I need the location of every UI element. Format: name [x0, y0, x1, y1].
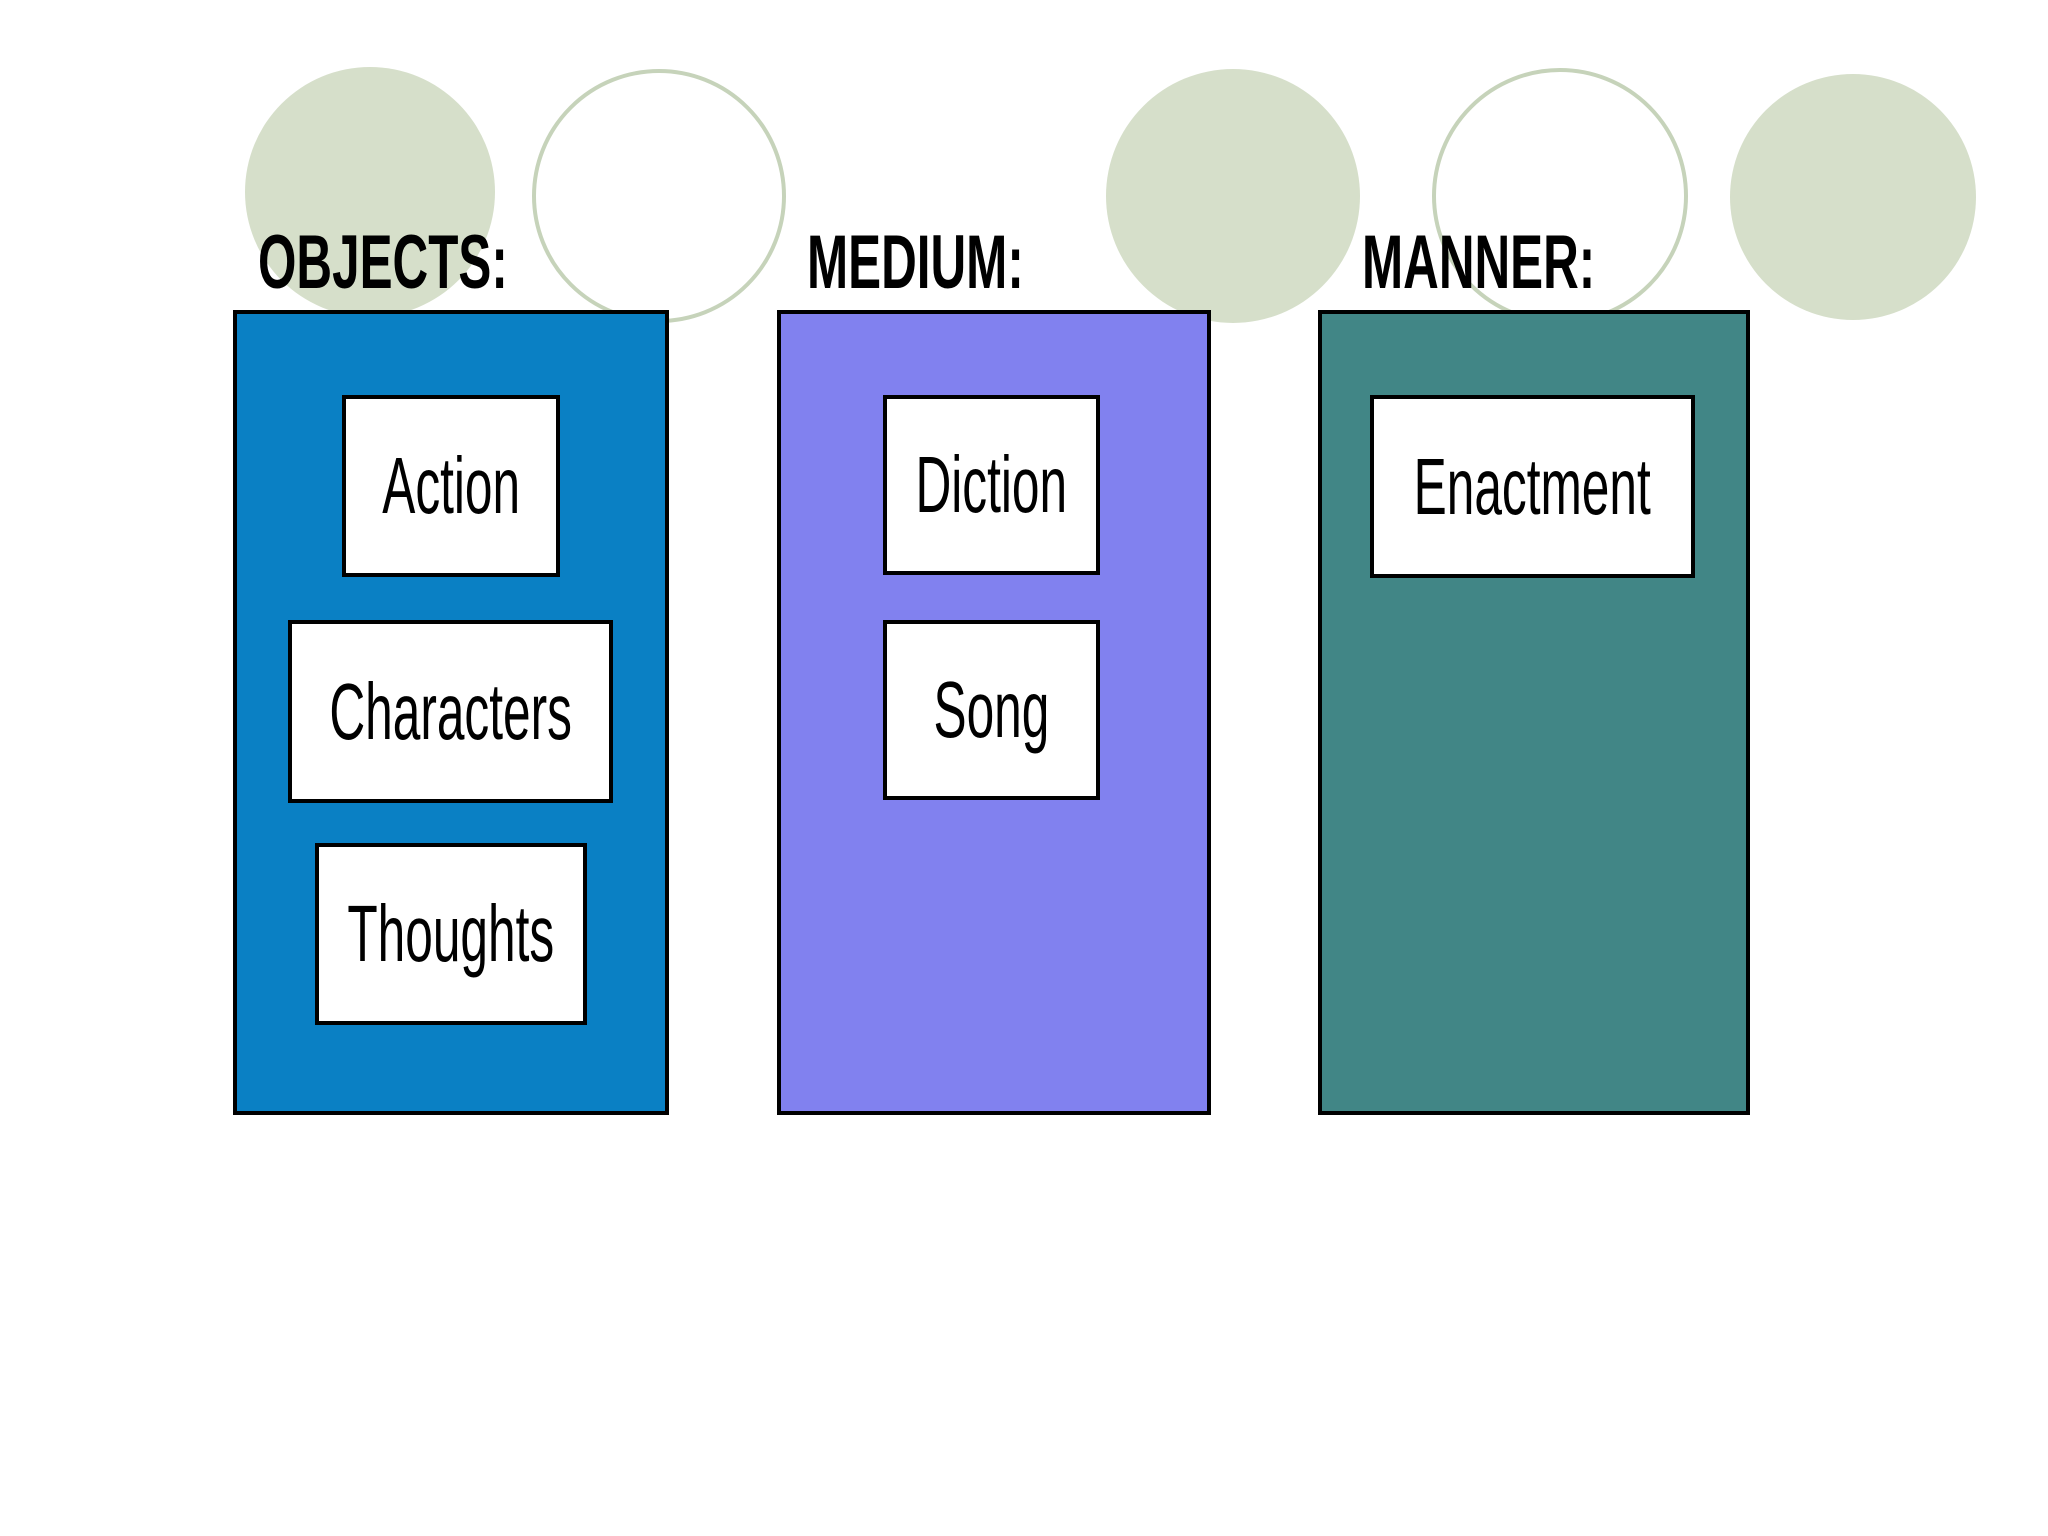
decorative-circle-filled [1106, 69, 1360, 323]
decorative-circle-filled [245, 67, 495, 317]
item-box-song: Song [883, 620, 1100, 800]
item-label-enactment: Enactment [1413, 441, 1652, 531]
category-column-objects: Action Characters Thoughts [233, 310, 669, 1115]
item-label-characters: Characters [329, 666, 572, 756]
column-label-objects: OBJECTS: [258, 220, 508, 305]
category-column-manner: Enactment [1318, 310, 1750, 1115]
decorative-circle-filled [1730, 74, 1976, 320]
item-label-song: Song [933, 665, 1050, 754]
column-label-manner: MANNER: [1362, 220, 1596, 305]
item-box-characters: Characters [288, 620, 613, 803]
item-label-action: Action [382, 441, 520, 530]
item-box-diction: Diction [883, 395, 1100, 575]
item-box-enactment: Enactment [1370, 395, 1695, 578]
item-label-thoughts: Thoughts [347, 889, 555, 978]
item-label-diction: Diction [915, 440, 1068, 529]
item-box-action: Action [342, 395, 560, 577]
column-label-medium: MEDIUM: [807, 220, 1024, 305]
decorative-circle-outline [1432, 68, 1688, 324]
decorative-circle-outline [532, 69, 786, 323]
item-box-thoughts: Thoughts [315, 843, 587, 1025]
category-column-medium: Diction Song [777, 310, 1211, 1115]
